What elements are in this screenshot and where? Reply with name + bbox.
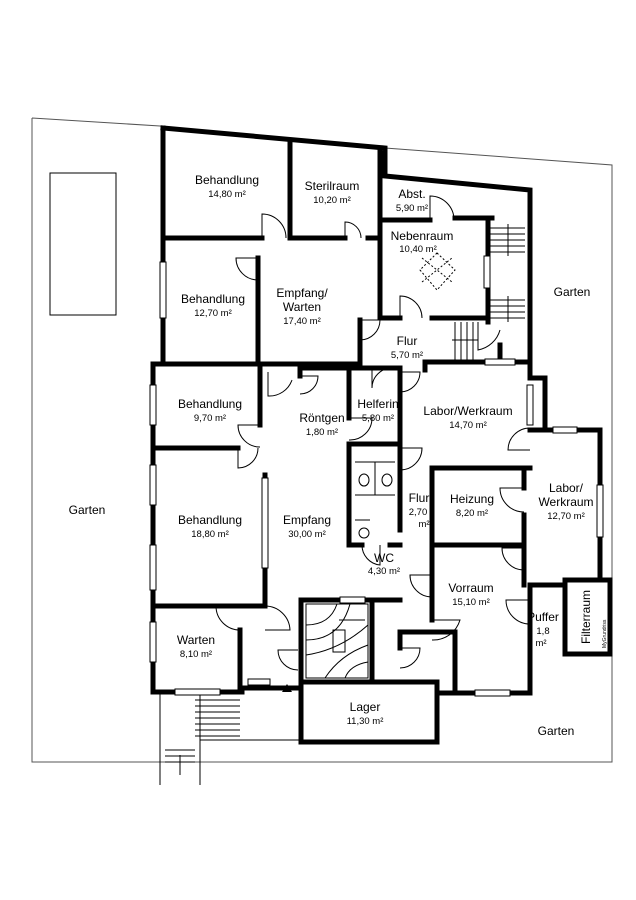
room-behandlung-3-area: 9,70 m² bbox=[194, 413, 226, 424]
toilet-icon bbox=[381, 473, 393, 487]
sink-icon bbox=[358, 527, 370, 539]
room-labor-2-area: 12,70 m² bbox=[547, 511, 585, 522]
room-labor-1-name: Labor/Werkraum bbox=[423, 404, 512, 418]
room-labor-2-name-2: Werkraum bbox=[538, 495, 593, 509]
room-flur-2-name: Flur bbox=[409, 491, 430, 505]
room-empfang-warten-area: 17,40 m² bbox=[283, 316, 321, 327]
room-heizung-name: Heizung bbox=[450, 492, 494, 506]
room-abst-name: Abst. bbox=[398, 187, 425, 201]
room-puffer-name: Puffer bbox=[527, 610, 559, 624]
room-behandlung-1-area: 14,80 m² bbox=[208, 189, 246, 200]
entrance-arrow-icon bbox=[282, 684, 292, 692]
room-heizung-area: 8,20 m² bbox=[456, 508, 488, 519]
room-empfang-name: Empfang bbox=[283, 513, 331, 527]
room-behandlung-2-name: Behandlung bbox=[181, 292, 245, 306]
room-helferin-area: 5,80 m² bbox=[362, 413, 394, 424]
room-labor-1-area: 14,70 m² bbox=[449, 420, 487, 431]
room-lager-name: Lager bbox=[350, 700, 381, 714]
room-behandlung-4-name: Behandlung bbox=[178, 513, 242, 527]
room-puffer-area-1: 1,8 bbox=[536, 626, 549, 637]
room-lager-area: 11,30 m² bbox=[347, 716, 384, 727]
room-wc-area: 4,30 m² bbox=[368, 566, 400, 577]
room-filterraum-name: Filterraum bbox=[579, 590, 593, 644]
room-wc-name: WC bbox=[374, 551, 394, 565]
room-puffer-area-2: m² bbox=[535, 638, 546, 649]
room-helferin-name: Helferin bbox=[357, 397, 398, 411]
room-labor-2-name-1: Labor/ bbox=[549, 481, 584, 495]
room-empfang-warten-name-1: Empfang/ bbox=[276, 286, 328, 300]
garden-left-label: Garten bbox=[69, 503, 106, 517]
room-roentgen-name: Röntgen bbox=[299, 411, 344, 425]
room-flur-2-area-2: m² bbox=[418, 519, 429, 530]
room-flur-2-area-1: 2,70 bbox=[409, 507, 428, 518]
room-vorraum-name: Vorraum bbox=[448, 581, 493, 595]
room-nebenraum-area: 10,40 m² bbox=[399, 244, 437, 255]
room-sterilraum-area: 10,20 m² bbox=[313, 195, 351, 206]
room-behandlung-4-area: 18,80 m² bbox=[191, 529, 229, 540]
room-flur-1-name: Flur bbox=[397, 334, 418, 348]
room-nebenraum-name: Nebenraum bbox=[391, 229, 454, 243]
garden-bottom-label: Garten bbox=[538, 724, 575, 738]
stove-icon bbox=[419, 252, 456, 291]
room-behandlung-2-area: 12,70 m² bbox=[194, 308, 232, 319]
toilet-icon bbox=[358, 473, 370, 487]
windows bbox=[149, 255, 604, 697]
room-behandlung-1-name: Behandlung bbox=[195, 173, 259, 187]
watermark: MyGrundriss bbox=[602, 619, 608, 648]
interior-walls bbox=[150, 139, 603, 696]
room-warten-area: 8,10 m² bbox=[180, 649, 212, 660]
wc-fixtures bbox=[355, 461, 395, 539]
garden-pool bbox=[49, 172, 117, 316]
room-flur-1-area: 5,70 m² bbox=[391, 350, 423, 361]
room-sterilraum-name: Sterilraum bbox=[305, 179, 360, 193]
room-warten-name: Warten bbox=[177, 633, 215, 647]
site-boundary bbox=[31, 117, 613, 763]
room-empfang-area: 30,00 m² bbox=[288, 529, 326, 540]
room-empfang-warten-name-2: Warten bbox=[283, 300, 321, 314]
room-behandlung-3-name: Behandlung bbox=[178, 397, 242, 411]
garden-right-label: Garten bbox=[554, 285, 591, 299]
room-abst-area: 5,90 m² bbox=[396, 203, 428, 214]
room-vorraum-area: 15,10 m² bbox=[452, 597, 490, 608]
stairs bbox=[159, 224, 525, 785]
room-labels: Behandlung 14,80 m² Sterilraum 10,20 m² … bbox=[177, 173, 594, 727]
door-swings bbox=[215, 195, 531, 671]
room-roentgen-area: 1,80 m² bbox=[306, 427, 338, 438]
